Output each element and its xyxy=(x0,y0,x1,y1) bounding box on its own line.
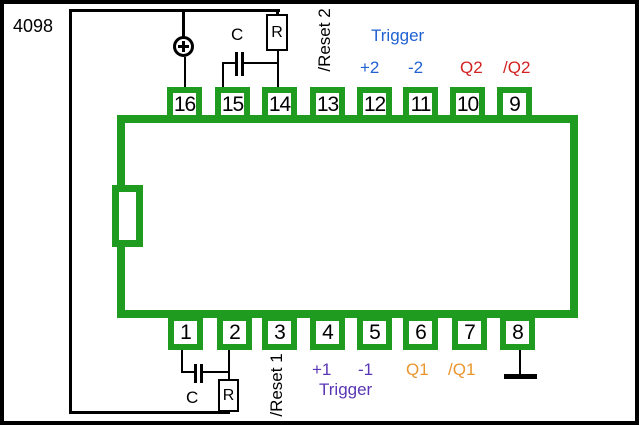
pin-15: 15 xyxy=(215,87,250,121)
capacitor-top-plate-left xyxy=(235,52,238,76)
capacitor-bottom-plate-right xyxy=(200,364,203,383)
pin-1: 1 xyxy=(168,315,203,350)
wire-cap-top-to-pin15 xyxy=(222,62,224,88)
power-plus-vertical xyxy=(182,41,185,52)
pin-5: 5 xyxy=(357,315,392,350)
pin-8: 8 xyxy=(500,315,535,350)
label-plus1: +1 xyxy=(312,360,332,379)
ground-icon xyxy=(504,374,537,379)
label-trigger1: Trigger xyxy=(319,380,373,399)
pin-14: 14 xyxy=(262,87,297,121)
pin-16: 16 xyxy=(167,87,202,121)
chip-pin1-notch xyxy=(112,185,143,247)
chip-part-number: 4098 xyxy=(13,16,54,36)
resistor-bottom-label: R xyxy=(222,386,235,404)
pin-12: 12 xyxy=(357,87,392,121)
wire-cap-bottom-left-lead xyxy=(181,371,195,373)
capacitor-bottom-plate-left xyxy=(194,364,197,383)
label-not-q2: /Q2 xyxy=(503,58,531,77)
pin-10: 10 xyxy=(450,87,485,121)
resistor-symbol-top: R xyxy=(266,14,288,51)
wire-resistor-top-stub xyxy=(276,9,279,15)
wire-cap-bottom-right-lead xyxy=(203,371,230,373)
label-plus2: +2 xyxy=(360,58,380,77)
wire-pin2-down xyxy=(228,349,230,380)
label-q2: Q2 xyxy=(460,58,483,77)
label-minus2: -2 xyxy=(408,58,424,77)
label-not-q1: /Q1 xyxy=(448,360,476,379)
chip-body xyxy=(117,115,578,318)
wire-cap-top-left-lead xyxy=(222,62,237,64)
pin-7: 7 xyxy=(452,315,487,350)
wire-top-horizontal xyxy=(69,9,280,12)
capacitor-top-label: C xyxy=(231,25,244,44)
capacitor-bottom-label: C xyxy=(186,388,199,407)
wire-resistor-top-to-pin14 xyxy=(277,50,279,88)
resistor-top-label: R xyxy=(271,23,283,41)
wire-pin1-down xyxy=(181,349,183,372)
label-trigger2: Trigger xyxy=(371,26,425,45)
wire-left-vertical xyxy=(69,9,72,414)
wire-pin8-ground xyxy=(519,349,521,376)
label-reset1: /Reset 1 xyxy=(267,353,286,417)
resistor-symbol-bottom: R xyxy=(218,379,239,412)
pin-9: 9 xyxy=(497,87,532,121)
power-plus-icon xyxy=(173,36,194,57)
wire-bottom-horizontal xyxy=(69,411,230,414)
pin-3: 3 xyxy=(262,315,297,350)
label-reset2: /Reset 2 xyxy=(315,8,334,72)
pin-13: 13 xyxy=(310,87,345,121)
wire-pin16-upper xyxy=(182,9,185,38)
wire-cap-top-right-lead xyxy=(244,62,278,64)
pin-4: 4 xyxy=(310,315,345,350)
label-minus1: -1 xyxy=(358,360,374,379)
pin-11: 11 xyxy=(403,87,438,121)
pin-6: 6 xyxy=(403,315,438,350)
capacitor-top-plate-right xyxy=(241,52,244,76)
pin-2: 2 xyxy=(217,315,252,350)
label-q1: Q1 xyxy=(406,360,429,379)
wire-pin16-lower xyxy=(184,57,186,88)
